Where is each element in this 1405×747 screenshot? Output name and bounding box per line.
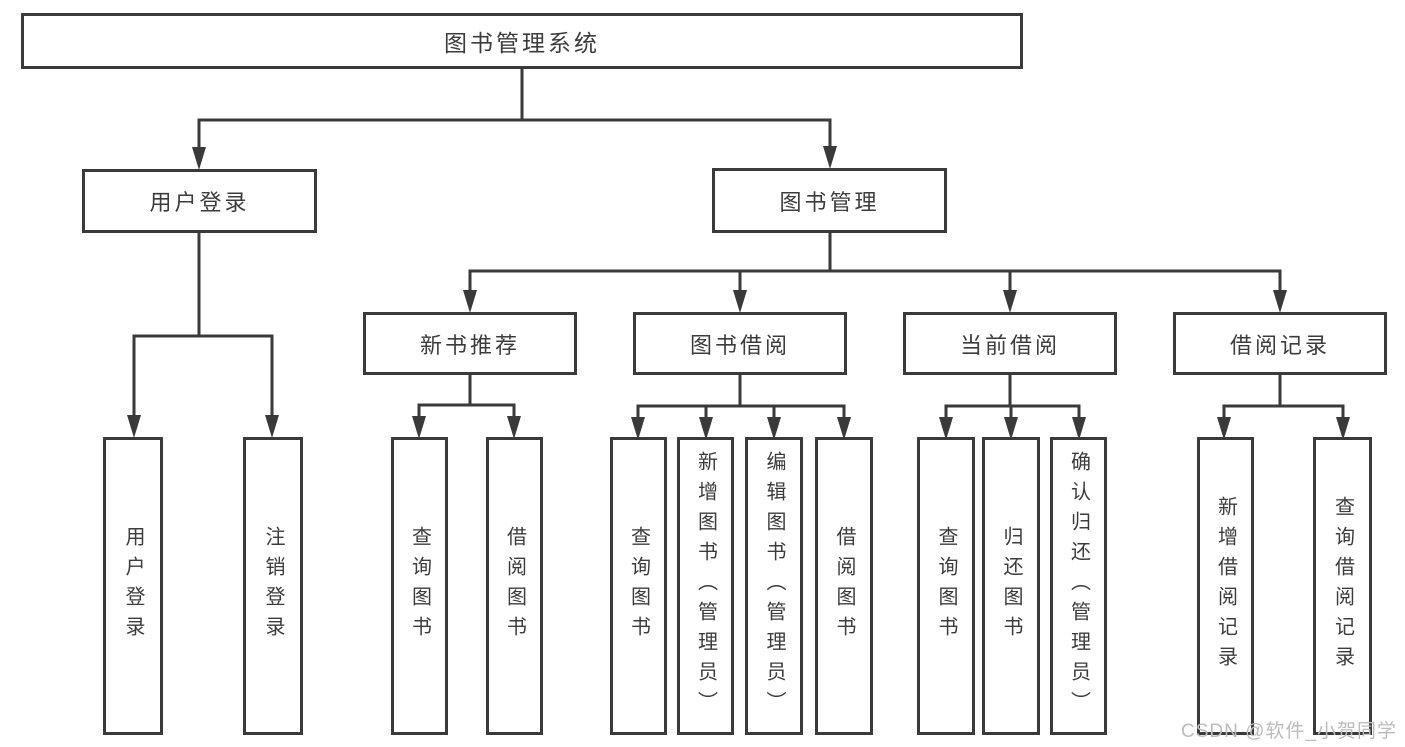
- node-label: 归还图书: [1000, 526, 1022, 646]
- leaf-borrow-books-recommend: 借阅图书: [486, 437, 543, 735]
- node-label: 图书管理系统: [444, 30, 600, 56]
- node-label: 确认归还（管理员）: [1067, 451, 1090, 721]
- node-label: 用户登录: [122, 526, 144, 646]
- leaf-edit-books-admin: 编辑图书（管理员）: [745, 437, 803, 735]
- leaf-logout: 注销登录: [243, 437, 303, 735]
- node-label: 查询图书: [408, 526, 431, 646]
- leaf-query-borrow-record: 查询借阅记录: [1313, 437, 1372, 735]
- node-label: 编辑图书（管理员）: [763, 451, 785, 721]
- root-node-library-management-system: 图书管理系统: [21, 13, 1023, 69]
- node-label: 借阅图书: [503, 526, 526, 646]
- node-label: 用户登录: [149, 190, 250, 215]
- node-label: 当前借阅: [959, 332, 1060, 358]
- node-label: 借阅图书: [833, 526, 855, 646]
- leaf-add-books-admin: 新增图书（管理员）: [677, 437, 734, 735]
- arrowhead-icons: [127, 146, 1350, 440]
- node-label: 新增图书（管理员）: [694, 451, 717, 721]
- node-label: 查询借阅记录: [1331, 496, 1354, 676]
- leaf-add-borrow-record: 新增借阅记录: [1197, 437, 1254, 735]
- node-label: 查询图书: [935, 526, 957, 646]
- node-current-borrowing: 当前借阅: [903, 312, 1117, 375]
- leaf-confirm-return-admin: 确认归还（管理员）: [1050, 437, 1107, 735]
- node-borrowing-records: 借阅记录: [1173, 312, 1387, 375]
- node-label: 图书借阅: [689, 332, 790, 358]
- leaf-query-books-recommend: 查询图书: [391, 437, 448, 735]
- node-label: 图书管理: [779, 189, 880, 215]
- node-label: 注销登录: [262, 526, 284, 646]
- node-label: 新增借阅记录: [1214, 496, 1237, 676]
- node-book-management: 图书管理: [712, 168, 947, 233]
- node-label: 查询图书: [627, 526, 650, 646]
- leaf-user-login: 用户登录: [103, 437, 163, 735]
- node-label: 借阅记录: [1229, 332, 1330, 358]
- leaf-query-books-current: 查询图书: [917, 437, 975, 735]
- node-user-login: 用户登录: [82, 169, 317, 233]
- node-label: 新书推荐: [419, 332, 520, 358]
- leaf-borrow-books: 借阅图书: [815, 437, 873, 735]
- node-book-borrowing: 图书借阅: [633, 312, 847, 375]
- leaf-query-books-borrowing: 查询图书: [610, 437, 667, 735]
- watermark: CSDN @软件_小贺同学: [1181, 721, 1397, 742]
- node-new-book-recommendation: 新书推荐: [363, 312, 577, 375]
- leaf-return-books: 归还图书: [982, 437, 1040, 735]
